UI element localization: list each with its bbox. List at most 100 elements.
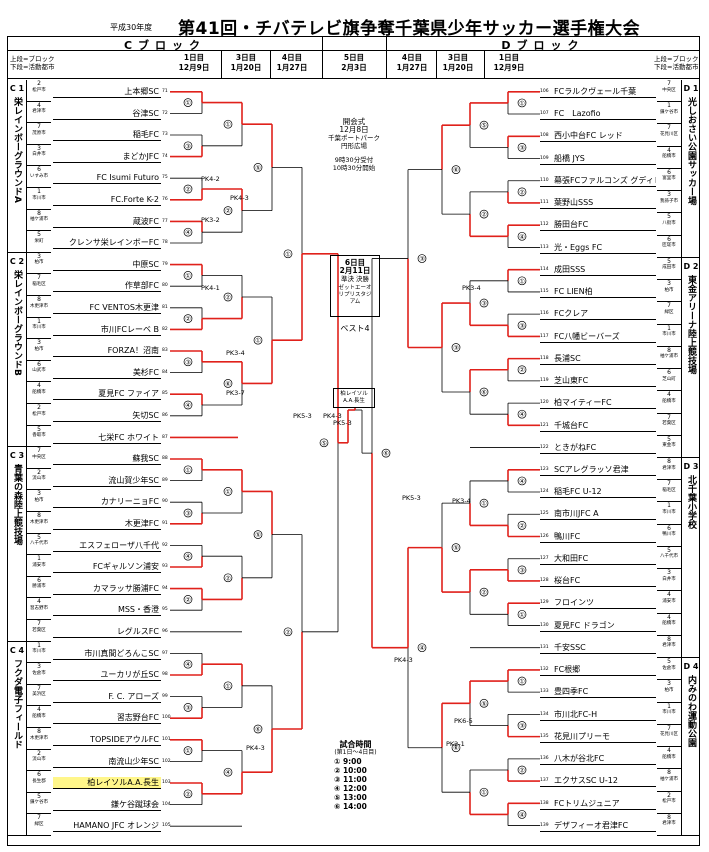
team-city: 君津市 [662,821,676,827]
match-number: ① [519,611,525,619]
match-number: ⑤ [481,122,487,130]
col-sep [484,50,485,78]
team-rank: 4 [37,706,41,714]
team-rank: 8 [667,458,671,465]
match-circle [517,476,527,486]
col-sep [322,50,323,78]
match-circle [479,209,489,219]
match-circle [283,627,293,637]
pk-result: PK5-3 [402,494,421,502]
match-circle [517,320,527,330]
team-number: 88 [162,456,168,462]
team-number: 120 [540,400,549,406]
day6-venue: リプリスタジ [338,292,372,298]
team-rank: 4 [667,591,671,599]
match-number: ② [519,766,525,774]
match-circle [517,810,527,819]
team-number: 116 [540,311,549,317]
team-city: 鎌ケ谷市 [30,800,48,806]
match-number: ⑤ [255,531,261,539]
team-city: 中央区 [32,454,46,460]
match-circle [253,724,263,734]
team-city: 緑区 [664,309,674,315]
team-number: 117 [540,333,549,339]
match-number-marker: ④ [517,409,527,419]
team-rank: 6 [667,524,671,532]
day-label: 3日目 [447,53,469,62]
team-name: TOPSIDEアウルFC [53,734,161,746]
match-number: ② [481,589,487,597]
team-city: 君津市 [662,643,676,649]
team-rank: 6 [667,235,671,243]
team-name: FC根郷 [540,664,656,677]
team-rank: 2 [37,80,41,87]
match-number: ③ [185,358,191,366]
match-number-marker: ⑤ [451,543,461,552]
match-circle [183,357,193,367]
team-city: 習志野市 [30,605,48,611]
team-rank: 4 [37,382,41,390]
team-name: FC VENTOS木更津 [53,302,161,314]
col-sep [221,50,222,78]
pk-result: PK5-3 [333,419,352,427]
match-number-marker: ② [517,187,527,196]
team-number: 89 [162,477,168,483]
venue-name: フクダ電子フィールド [12,658,22,749]
match-circle [479,787,489,797]
match-number: ④ [185,402,191,410]
match-number: ① [185,747,191,755]
opening-venue-sub: 円形広場 [341,142,367,150]
match-number-marker: ② [517,365,527,374]
match-number-marker: ① [517,609,527,619]
pk-result: PK4-3 [394,656,413,664]
champion-box: 柏レイソル A.A.長生 [333,388,375,408]
team-city: 芝山町 [662,376,676,382]
match-number-marker: ② [183,314,193,323]
fiscal-year-label: 平成30年度 [110,23,153,32]
match-number: ② [519,366,525,374]
match-number-marker: ② [517,765,527,774]
match-circle [183,141,193,151]
team-number: 81 [162,305,168,310]
team-rank: 4 [37,101,41,109]
team-rank: 5 [667,213,671,221]
team-name: カナリーニョFC [53,496,161,509]
match-number-marker: ⑥ [223,379,233,388]
team-number: 100 [162,715,171,721]
block-c-header: Cブロック [123,39,207,52]
team-rank: 6 [37,166,41,174]
match-circle [183,595,193,604]
match-number: ① [185,466,191,474]
match-number: ② [285,628,291,636]
match-circle [517,721,527,730]
team-rank: 6 [37,576,41,584]
header-divider-right [386,37,387,50]
match-circle [223,292,233,302]
match-number: ② [225,574,231,582]
match-number: ④ [185,229,191,237]
team-number: 101 [162,737,171,742]
venue-name: 青葉の森陸上競技場 [12,464,22,546]
match-number-marker: ④ [417,643,427,652]
team-city: 市川市 [32,325,46,331]
match-number-marker: ① [223,487,233,496]
match-circle [479,587,489,597]
team-name: 夏見FC ドラゴン [540,620,656,632]
team-city: 富里市 [662,176,676,182]
team-city: 長生郡 [32,778,46,784]
team-name: 上本郷SC [53,86,161,98]
pk-result: PK3-4 [462,284,481,292]
team-city: 市川市 [662,710,676,716]
match-number: ① [185,272,191,280]
